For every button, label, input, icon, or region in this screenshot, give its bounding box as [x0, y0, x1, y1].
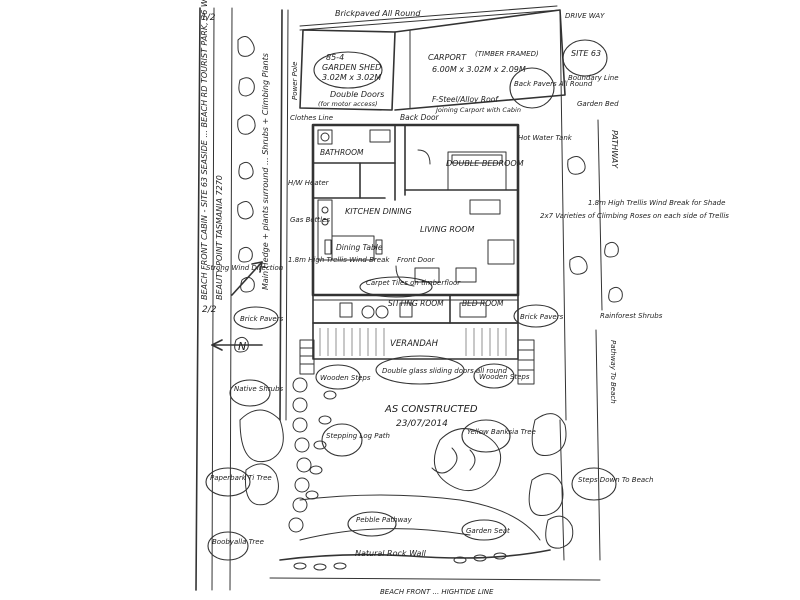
boundary-line-label: Boundary Line	[568, 74, 619, 82]
stepping-log-path-label: Stepping Log Path	[326, 432, 390, 440]
water-heater-label: H/W Heater	[288, 179, 330, 187]
carport: CARPORT (TIMBER FRAMED) 6.00M x 3.02M x …	[299, 5, 566, 122]
garden-seat-label: Garden Seat	[466, 527, 510, 535]
garden-shed-code: 85-4	[326, 53, 344, 62]
native-shrubs-label: Native Shrubs	[234, 385, 284, 393]
wooden-steps-right-label: Wooden Steps	[479, 373, 530, 381]
double-doors-note: (for motor access)	[318, 100, 378, 108]
as-constructed-label: AS CONSTRUCTED	[384, 404, 478, 415]
drive-way-label: DRIVE WAY	[565, 12, 605, 20]
steps-down-label: Steps Down To Beach	[578, 476, 653, 484]
steel-roof-note: Joining Carport with Cabin	[434, 106, 521, 114]
front-rooms: Carpet Tiles on timberfloor SITTING ROOM…	[312, 276, 519, 324]
date-label: 23/07/2014	[396, 419, 448, 429]
pathway-right-label: Pathway To Beach	[609, 340, 617, 404]
gas-bottles-label: Gas Bottles	[290, 216, 330, 224]
hedge-scribbles-left	[234, 36, 256, 353]
front-door-label: Front Door	[397, 256, 436, 264]
back-door-label: Back Door	[400, 113, 440, 122]
north-arrow-label: N	[238, 340, 246, 353]
paperbark-label: Paperbark Ti Tree	[210, 474, 272, 482]
verandah-notes: Wooden Steps Double glass sliding doors …	[315, 355, 530, 390]
trellis-right-label: 1.8m High Trellis Wind Break for Shade	[588, 199, 725, 207]
left-boundary-lines	[195, 7, 289, 591]
site-label: SITE 63	[571, 49, 601, 58]
carpet-tiles-label: Carpet Tiles on timberfloor	[366, 279, 461, 287]
north-arrow: N	[211, 339, 263, 353]
garden-shed-label: GARDEN SHED	[322, 63, 381, 72]
verandah-label: VERANDAH	[390, 339, 439, 349]
side-paver-notes: Brick Pavers Brick Pavers Strong Wind Di…	[206, 261, 564, 330]
brick-pavers-right-label: Brick Pavers	[520, 313, 564, 321]
garden-shed: 85-4 GARDEN SHED 3.02M x 3.02M Double Do…	[299, 29, 396, 111]
legend-vertical: Main Hedge + plants surround ... Shrubs …	[261, 53, 270, 290]
brick-pavers-left-label: Brick Pavers	[240, 315, 284, 323]
garden-area: AS CONSTRUCTED 23/07/2014 Native Shrubs …	[205, 312, 663, 596]
hot-water-label: Hot Water Tank	[518, 134, 573, 142]
bedroom-small-label: BED ROOM	[462, 299, 504, 308]
garden-shed-size: 3.02M x 3.02M	[322, 73, 381, 82]
climbing-roses-label: 2x7 Varieties of Climbing Roses on each …	[540, 212, 729, 220]
carport-size: 6.00M x 3.02M x 2.09M	[432, 65, 526, 74]
dining-table-label: Dining Table	[336, 243, 383, 252]
boobyalla-tree-label: Boobyalla Tree	[212, 538, 264, 546]
beach-front-label: BEACH FRONT ... HIGHTIDE LINE	[380, 588, 494, 596]
yellow-banksia-label: Yellow Banksia Tree	[467, 428, 536, 436]
back-pavers-label: Back Pavers All Round	[514, 80, 593, 88]
pathway-label: PATHWAY	[610, 130, 619, 169]
carport-note: (TIMBER FRAMED)	[475, 50, 539, 58]
wooden-steps-left-label: Wooden Steps	[320, 374, 371, 382]
strong-wind-label: Strong Wind Direction	[206, 264, 283, 272]
carport-label: CARPORT	[428, 53, 467, 62]
address-vertical: BEAUTY POINT TASMANIA 7270	[215, 175, 224, 300]
living-room-label: LIVING ROOM	[420, 225, 475, 234]
bathroom-label: BATHROOM	[320, 148, 364, 157]
steel-roof-label: F-Steel/Alloy Roof	[432, 95, 499, 104]
sheet-number: 2/2	[202, 305, 217, 315]
title-vertical: BEACH FRONT CABIN - SITE 63 SEASIDE ... …	[200, 0, 209, 300]
pebble-pathway-label: Pebble Pathway	[356, 516, 413, 524]
brickpaved-label: Brickpaved All Round	[335, 9, 421, 18]
frame-number: 1/2	[201, 13, 216, 23]
right-garden-notes: 1.8m High Trellis Wind Break for Shade 2…	[540, 156, 729, 303]
power-pole-label: Power Pole	[291, 62, 299, 100]
verandah: VERANDAH	[299, 322, 535, 385]
garden-bed-label: Garden Bed	[577, 100, 619, 108]
top-right-notes: DRIVE WAY SITE 63 Boundary Line Garden B…	[509, 9, 619, 421]
cabin-floorplan: BATHROOM DOUBLE BEDROOM KITCHEN DINING L…	[311, 123, 573, 297]
clothes-line-label: Clothes Line	[290, 114, 333, 122]
rock-wall-label: Natural Rock Wall	[355, 549, 427, 558]
double-bedroom-label: DOUBLE BEDROOM	[446, 159, 524, 168]
rainforest-shrubs-label: Rainforest Shrubs	[600, 312, 663, 320]
double-glass-label: Double glass sliding doors all round	[382, 367, 507, 375]
double-doors-label: Double Doors	[330, 90, 384, 99]
margin-notes: BEACH FRONT CABIN - SITE 63 SEASIDE ... …	[200, 0, 270, 315]
sitting-room-label: SITTING ROOM	[388, 299, 444, 308]
kitchen-dining-label: KITCHEN DINING	[345, 207, 412, 216]
